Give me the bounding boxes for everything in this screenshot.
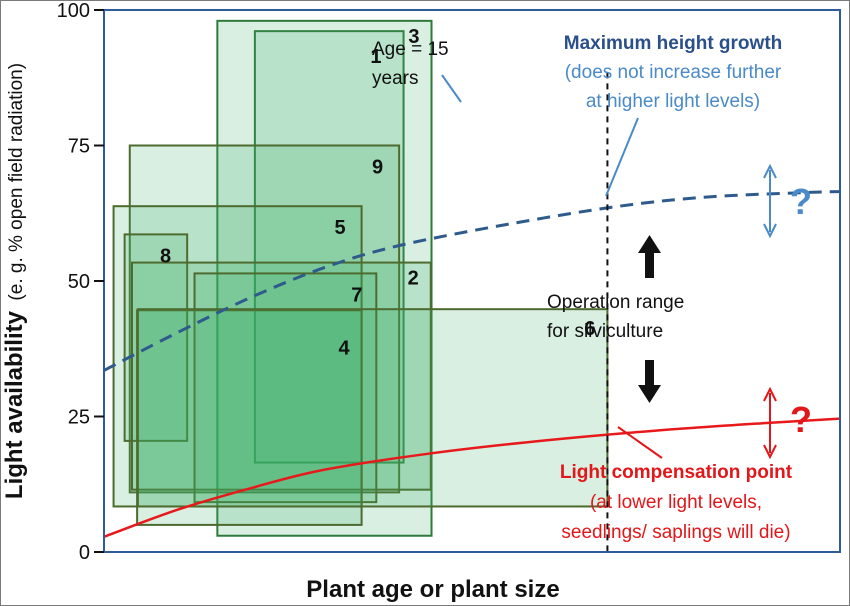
rect-label-8: 8 [160, 245, 171, 267]
rect-2 [130, 261, 432, 491]
blue-question-mark: ? [790, 181, 812, 222]
up-arrow-icon [638, 235, 661, 278]
max-height-growth-curve [103, 190, 841, 372]
age-label-line1: Age = 15 [372, 39, 449, 60]
lcp-sub2: seedlings/ saplings will die) [561, 522, 790, 543]
y-axis-label: Light availability (e. g. % open field r… [1, 63, 28, 499]
x-axis-label: Plant age or plant size [306, 576, 559, 603]
max-height-title: Maximum height growth [564, 33, 783, 54]
rect-9 [128, 144, 401, 494]
y-tick-label-50: 50 [68, 271, 90, 293]
max-height-pointer [605, 117, 639, 197]
rect-6 [136, 308, 609, 508]
age-label-line2: years [372, 68, 418, 89]
y-axis-label-sub: (e. g. % open field radiation) [6, 63, 27, 301]
max-height-sub2: at higher light levels) [586, 91, 760, 112]
max-height-sub1: (does not increase further [565, 62, 782, 83]
rect-label-4: 4 [338, 337, 350, 359]
operation-range-line1: Operation range [547, 292, 684, 313]
down-arrow-icon [638, 360, 661, 403]
rect-5 [112, 205, 363, 508]
light-compensation-curve [103, 417, 841, 538]
rect-label-7: 7 [351, 284, 362, 306]
y-tick-label-75: 75 [68, 136, 90, 158]
red-range-arrow [763, 386, 777, 460]
rect-label-3: 3 [408, 26, 419, 48]
y-tick-label-25: 25 [68, 407, 90, 429]
blue-range-arrow [763, 163, 777, 239]
lcp-title: Light compensation point [560, 462, 793, 483]
rect-8 [123, 233, 189, 442]
lcp-sub1: (at lower light levels, [590, 492, 762, 513]
rect-label-6: 6 [584, 318, 595, 340]
operation-range-line2: for silviculture [547, 321, 663, 342]
y-axis-label-main: Light availability [1, 310, 28, 499]
curves-layer [103, 72, 841, 552]
rect-label-5: 5 [334, 217, 345, 239]
lcp-pointer [617, 426, 663, 459]
y-tick-label-0: 0 [79, 542, 90, 564]
red-question-mark: ? [790, 399, 812, 440]
rect-3 [216, 19, 433, 537]
rect-7 [193, 272, 378, 504]
rect-1 [253, 30, 405, 464]
rect-label-1: 1 [370, 46, 381, 68]
y-tick-label-100: 100 [57, 0, 90, 22]
rect-label-9: 9 [372, 157, 383, 179]
rectangles-layer [112, 19, 609, 537]
age-label-pointer [441, 74, 462, 103]
rect-label-2: 2 [408, 268, 419, 290]
